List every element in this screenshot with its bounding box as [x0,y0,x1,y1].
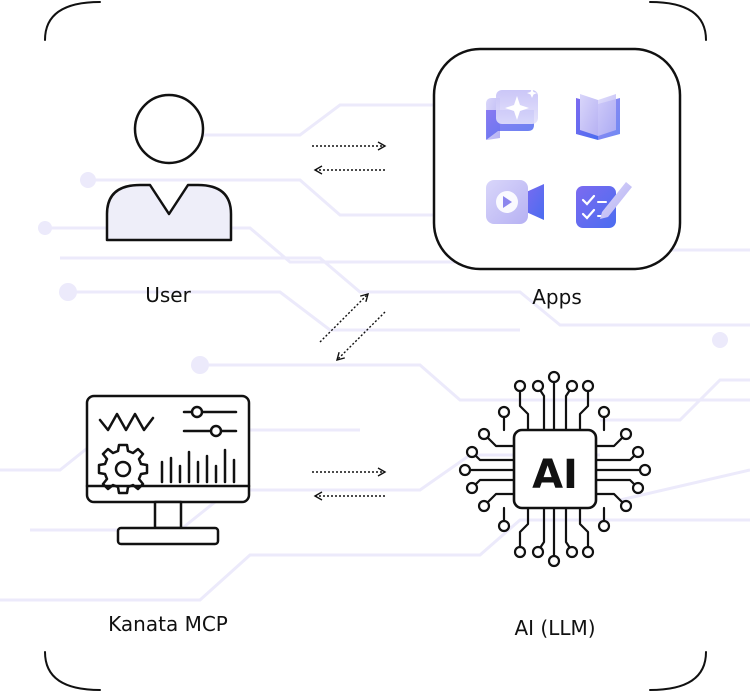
monitor-dashboard-icon [85,394,251,546]
frame-corners [44,1,707,691]
ai-chip-label: AI [532,452,578,498]
user-icon [105,93,233,242]
arrow-apps-to-mcp [336,311,386,361]
arrows-diagonal [319,293,386,361]
checklist-pen-icon [576,182,632,228]
apps-container [432,47,682,271]
video-camera-icon [486,180,544,224]
arrows-mcp-ai [312,467,387,501]
chat-sparkle-icon [486,88,538,140]
ai-chip-icon [458,370,652,568]
arrows-user-apps [312,141,387,175]
mcp-label: Kanata MCP [108,612,228,636]
book-icon [576,94,620,140]
ai-label: AI (LLM) [514,616,596,640]
arrow-mcp-to-apps [319,293,369,343]
user-label: User [145,283,191,307]
apps-label: Apps [532,285,582,309]
